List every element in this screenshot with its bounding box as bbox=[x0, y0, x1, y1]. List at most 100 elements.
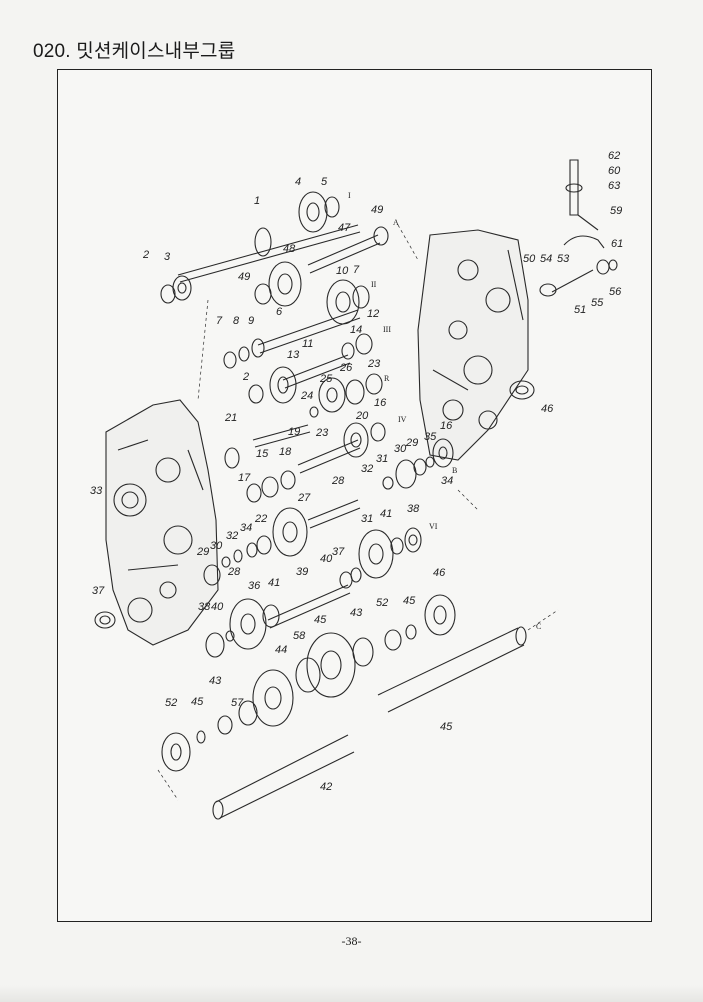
callout: 9 bbox=[248, 315, 254, 327]
shaft-36 bbox=[267, 584, 349, 621]
callout: 49 bbox=[238, 271, 250, 283]
shaft-47 bbox=[307, 234, 379, 266]
section-mark: VI bbox=[429, 522, 438, 531]
callout: 43 bbox=[209, 675, 222, 687]
callout: 24 bbox=[300, 390, 313, 402]
shift-fork bbox=[569, 159, 579, 216]
callout: 50 bbox=[523, 253, 536, 265]
left-case-half bbox=[105, 399, 219, 646]
diagram-frame: 62 60 63 59 61 56 55 51 53 54 50 46 4 5 … bbox=[57, 69, 652, 922]
callout: 43 bbox=[350, 607, 363, 619]
callout: 7 bbox=[353, 264, 360, 276]
callout: 14 bbox=[350, 324, 362, 336]
shaft-6 bbox=[257, 309, 359, 346]
callout: 21 bbox=[224, 412, 237, 424]
callout: 62 bbox=[608, 150, 620, 162]
callout: 54 bbox=[540, 253, 552, 265]
callout: 20 bbox=[355, 410, 369, 422]
callout: 19 bbox=[288, 426, 300, 438]
callout: 32 bbox=[226, 530, 238, 542]
callout: 49 bbox=[371, 204, 383, 216]
callout: 46 bbox=[433, 567, 446, 579]
callout: 53 bbox=[557, 253, 570, 265]
section-mark: I bbox=[348, 191, 351, 200]
shaft-1 bbox=[177, 224, 359, 276]
callout: 25 bbox=[319, 373, 333, 385]
section-mark: B bbox=[452, 466, 457, 475]
callout: 16 bbox=[374, 397, 387, 409]
seal-46-right bbox=[509, 380, 535, 400]
callout: 36 bbox=[248, 580, 261, 592]
callout: 8 bbox=[233, 315, 240, 327]
callout: 4 bbox=[295, 176, 301, 188]
callout-labels: 62 60 63 59 61 56 55 51 53 54 50 46 4 5 … bbox=[90, 150, 623, 793]
callout: 56 bbox=[609, 286, 622, 298]
callout: 47 bbox=[338, 222, 351, 234]
callout: 1 bbox=[254, 195, 260, 207]
shaft-15 bbox=[297, 439, 359, 466]
callout: 2 bbox=[242, 371, 249, 383]
callout: 46 bbox=[541, 403, 554, 415]
callout: 22 bbox=[254, 513, 267, 525]
shaft-27 bbox=[307, 499, 359, 521]
callout: 40 bbox=[320, 553, 333, 565]
seal-46-left bbox=[94, 611, 116, 629]
callout: 11 bbox=[302, 338, 313, 350]
scan-edge bbox=[0, 985, 703, 1002]
callout: 5 bbox=[321, 176, 328, 188]
callout: 28 bbox=[227, 566, 241, 578]
callout: 41 bbox=[380, 508, 392, 520]
section-mark: II bbox=[371, 280, 377, 289]
callout: 17 bbox=[238, 472, 251, 484]
callout: 18 bbox=[279, 446, 292, 458]
callout: 32 bbox=[361, 463, 373, 475]
callout: 28 bbox=[331, 475, 345, 487]
callout: 15 bbox=[256, 448, 269, 460]
callout: 31 bbox=[361, 513, 373, 525]
callout: 38 bbox=[407, 503, 420, 515]
right-case-half bbox=[417, 229, 529, 461]
shaft-42-lower bbox=[215, 734, 349, 803]
shaft-42-upper bbox=[377, 627, 519, 696]
callout: 13 bbox=[287, 349, 300, 361]
callout: 63 bbox=[608, 180, 621, 192]
callout: 39 bbox=[296, 566, 308, 578]
callout: 59 bbox=[610, 205, 622, 217]
section-mark: III bbox=[383, 325, 391, 334]
callout: 55 bbox=[591, 297, 604, 309]
callout: 34 bbox=[240, 522, 252, 534]
section-mark: A bbox=[393, 218, 399, 227]
callout: 12 bbox=[367, 308, 379, 320]
callout: 52 bbox=[376, 597, 388, 609]
page-title: 020. 밋션케이스내부그룹 bbox=[33, 41, 236, 62]
callout: 51 bbox=[574, 304, 586, 316]
section-mark: R bbox=[384, 374, 390, 383]
callout: 45 bbox=[403, 595, 416, 607]
callout: 44 bbox=[275, 644, 287, 656]
section-mark: C bbox=[536, 622, 541, 631]
callout: 35 bbox=[424, 431, 437, 443]
callout: 3 bbox=[164, 251, 171, 263]
callout: 23 bbox=[315, 427, 329, 439]
page-number: -38- bbox=[341, 934, 362, 948]
section-marks: I A II III R IV B VI C bbox=[348, 191, 541, 631]
callout: 33 bbox=[90, 485, 103, 497]
callout: 31 bbox=[376, 453, 388, 465]
callout: 29 bbox=[405, 437, 418, 449]
callout: 45 bbox=[191, 696, 204, 708]
callout: 58 bbox=[293, 630, 306, 642]
callout: 61 bbox=[611, 238, 623, 250]
callout: 26 bbox=[339, 362, 353, 374]
callout: 42 bbox=[320, 781, 332, 793]
callout: 10 bbox=[336, 265, 349, 277]
callout: 41 bbox=[268, 577, 280, 589]
callout: 52 bbox=[165, 697, 177, 709]
callout: 45 bbox=[314, 614, 327, 626]
callout: 29 bbox=[196, 546, 209, 558]
exploded-view-diagram: 62 60 63 59 61 56 55 51 53 54 50 46 4 5 … bbox=[90, 150, 623, 820]
callout: 27 bbox=[297, 492, 311, 504]
callout: 38 bbox=[198, 601, 211, 613]
callout: 2 bbox=[142, 249, 149, 261]
callout: 23 bbox=[367, 358, 381, 370]
callout: 37 bbox=[92, 585, 105, 597]
